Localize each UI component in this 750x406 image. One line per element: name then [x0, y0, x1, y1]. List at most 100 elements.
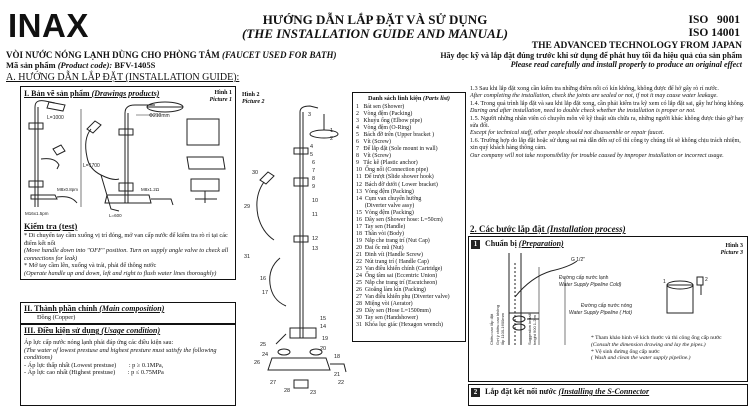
callout: 20: [320, 346, 326, 352]
callout: 16: [260, 276, 266, 282]
iso-badge: ISO 9001 ISO 14001: [689, 14, 740, 40]
notes-body: 1.3 Sau khi lắp đặt xong cần kiểm tra nh…: [470, 86, 746, 160]
parts-list-item: 28 Miệng vòi (Aerator): [356, 301, 413, 308]
parts-list-item: 10 Ống nối (Connection pipe): [356, 167, 429, 174]
callout: 19: [322, 336, 328, 342]
composition-title: II. Thành phần chính (Main composition): [24, 304, 164, 313]
read-notice-en: Please read carefully and install proper…: [510, 60, 742, 69]
parts-list-item: 2 Vòng đệm (Packing): [356, 111, 413, 118]
usage-title-en: (Usage condition): [101, 326, 161, 335]
install-process-title-vn: 2. Các bước lắp đặt: [470, 224, 545, 234]
parts-list-item: 12 Bách đỡ dưới ( Lower bracket): [356, 181, 438, 188]
callout: 2: [330, 136, 333, 142]
step1-title-vn: Chuẩn bị: [485, 239, 517, 248]
test-line: * Mở tay cầm lên, xuống và trái, phải để…: [24, 262, 157, 270]
hot-pipe-label-en: Water Supply Pipeline ( Hot): [569, 310, 632, 316]
parts-list-item: 18 Thân vòi (Body): [356, 230, 404, 237]
usage-line: - Áp lực cao nhất (Highest prestuse) : p…: [24, 369, 164, 377]
note-line: 1.6. Trường hợp do lắp đặt hoặc sử dụng …: [470, 137, 741, 152]
step1-notes: * Tham khảo hình vẽ kích thước và thi cô…: [591, 335, 745, 362]
product-code-row: Mã sản phẩm (Product code): BFV-1405S: [6, 60, 155, 70]
callout: 31: [244, 254, 250, 260]
page-title-en: (THE INSTALLATION GUIDE AND MANUAL): [241, 26, 509, 41]
product-line-vn: VÒI NƯỚC NÓNG LẠNH DÙNG CHO PHÒNG TẮM: [6, 50, 220, 60]
parts-list-item: 26 Gioăng làm kín (Packing): [356, 287, 426, 294]
composition-title-vn: II. Thành phần chính: [24, 304, 98, 313]
callout: 10: [312, 198, 318, 204]
callout: 11: [312, 212, 318, 218]
product-line-en: (FAUCET USED FOR BATH): [222, 50, 337, 60]
step1-panel: 1 Chuẩn bị (Preparation) Hình 3 Picture …: [468, 236, 748, 382]
parts-list: 1 Bát sen (Shower)2 Vòng đệm (Packing)3 …: [356, 104, 450, 330]
parts-list-item: 15 Vòng đệm (Packing): [356, 209, 414, 216]
parts-list-item: 21 Đinh vít (Handle Screw): [356, 251, 423, 258]
note-line: 1.5. Người những nhân viên có chuyên môn…: [470, 115, 744, 130]
test-line: * Di chuyển tay cầm xuống vị trí đóng, m…: [24, 232, 228, 247]
callout: 15: [320, 316, 326, 322]
parts-list-item: 31 Khóa lục giác (Hexagon wrench): [356, 322, 444, 329]
dim-label: L=600: [109, 213, 122, 218]
parts-list-title-en: (Parts list): [422, 95, 451, 102]
dim-label: M8x1.2Ω: [141, 187, 160, 192]
step-number: 2: [471, 387, 480, 397]
page-title: HƯỚNG DẪN LẮP ĐẶT VÀ SỬ DỤNG: [262, 12, 488, 27]
tagline: THE ADVANCED TECHNOLOGY FROM JAPAN: [531, 41, 742, 51]
step1-note: * Vệ sinh đường ống cấp nước: [591, 348, 660, 355]
callout: 5: [310, 152, 313, 158]
parts-list-item: 1 Bát sen (Shower): [356, 104, 405, 110]
test-body: * Di chuyển tay cầm xuống vị trí đóng, m…: [24, 232, 232, 278]
parts-list-item: 23 Van điều khiển chính (Cartridge): [356, 266, 443, 273]
cold-pipe-label-en: Water Supply Pipeline Cold): [559, 282, 622, 288]
notes-panel: 1.3 Sau khi lắp đặt xong cần kiểm tra nh…: [470, 86, 746, 160]
brand-logo: INAX: [8, 7, 89, 44]
exploded-view: 1 2 3 4 5 6 7 8 9 10 11 12 13 14 15 16 1…: [244, 105, 347, 396]
callout: 21: [334, 372, 340, 378]
step2-title-en: (Installing the S-Connector: [558, 387, 650, 396]
dim-label: L=1700: [83, 163, 100, 169]
iso-9001: ISO 9001: [688, 14, 740, 26]
install-process-title-en: (Installation process): [546, 224, 626, 234]
callout: 1: [330, 128, 333, 134]
g12-label: G 1/2": [571, 257, 585, 263]
height-label: Chiều cao lắp đặt: [489, 313, 494, 345]
cold-pipe-label: Đường cấp nước lạnh: [559, 275, 609, 281]
parts-list-item: 8 Vít (Screw): [356, 153, 391, 160]
marker-1: 1: [663, 279, 666, 285]
callout: 26: [254, 360, 260, 366]
note-line: During and after installation, need to d…: [470, 108, 696, 115]
parts-list-item: 11 Đế trượt (Slide shower hook): [356, 174, 434, 181]
product-line: VÒI NƯỚC NÓNG LẠNH DÙNG CHO PHÒNG TẮM (F…: [6, 50, 336, 60]
callout: 28: [284, 388, 290, 394]
parts-list-title-vn: Danh sách linh kiện: [367, 95, 422, 102]
parts-list-item: 5 Bách đỡ trên (Upper bracket ): [356, 132, 435, 139]
parts-list-item: 17 Tay sen (Handle): [356, 223, 406, 230]
parts-list-item: 9 Tắc kê (Plastic anchor): [356, 160, 418, 167]
callout: 24: [262, 352, 268, 358]
step1-title: 1 Chuẩn bị (Preparation): [471, 239, 564, 249]
parts-list-item: 19 Nắp che trang trí (Nut Cap): [356, 237, 430, 244]
callout: 29: [244, 204, 250, 210]
note-line: After completing the installation, check…: [470, 93, 718, 100]
parts-list-item: 22 Nút trang trí ( Handle Cap): [356, 259, 429, 266]
callout: 4: [310, 144, 313, 150]
parts-list-item: 20 Đai ốc mũ (Nut): [356, 244, 404, 251]
parts-list-title: Danh sách linh kiện (Parts list): [353, 95, 465, 102]
dim-label: Φ210mm: [149, 113, 170, 119]
callout: 6: [312, 160, 315, 166]
usage-title-vn: III. Điều kiện sử dụng: [24, 326, 100, 335]
callout: 8: [312, 176, 315, 182]
fig3-label-en: Picture 3: [720, 250, 744, 256]
parts-list-item: 30 Tay sen (Handshower): [356, 315, 418, 322]
parts-list-item: 29 Dây sen (Hose L=1500mm): [356, 308, 431, 315]
test-line: (Operate handle up and down, left and ri…: [24, 269, 217, 277]
callout: 14: [320, 324, 326, 330]
fig1-label: Hình 1 Picture 1: [210, 90, 233, 104]
test-title: Kiểm tra (test): [24, 221, 77, 231]
fig2-label-en: Picture 2: [242, 99, 265, 105]
callout: 30: [252, 170, 258, 176]
dim-label: M8x0.8pm: [57, 187, 78, 192]
parts-list-item: 14 Cụm van chuyển hướng: [356, 195, 422, 202]
parts-list-panel: Danh sách linh kiện (Parts list) 1 Bát s…: [352, 92, 466, 342]
parts-list-item: 25 Nắp che trang trí (Escutcheon): [356, 280, 438, 287]
callout: 7: [312, 168, 315, 174]
